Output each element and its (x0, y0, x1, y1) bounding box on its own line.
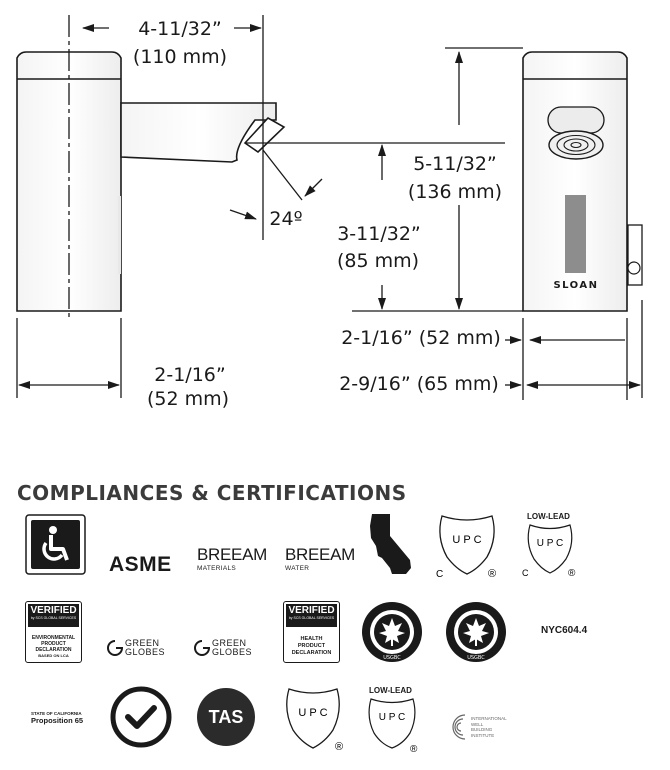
green-globes-logo-1: GREEN GLOBES (107, 639, 165, 657)
epd-verified: VERIFIED (30, 605, 77, 616)
spout-reach-imperial: 4-11/32” (138, 18, 222, 40)
green-globes-2-line1: GREEN (212, 638, 247, 648)
usgbc-seal-1: USGBC (362, 602, 422, 662)
breeam-materials-name: BREEAM (197, 545, 267, 564)
epd-line2: PRODUCT (41, 641, 66, 647)
cupc-low-lead-r: ® (568, 568, 576, 579)
hpd-line2: PRODUCT (297, 643, 326, 649)
low-lead-label-1: LOW-LEAD (527, 512, 570, 521)
prop65-line1: STATE OF CALIFORNIA (31, 711, 82, 716)
usgbc-1-bottom: USGBC (383, 655, 401, 661)
breeam-materials-logo: BREEAM MATERIALS (197, 545, 267, 572)
upc-low-lead-logo: U P C ® (368, 698, 418, 753)
upc-logo: U P C ® (286, 688, 343, 752)
iwbi-line3: BUILDING (471, 727, 493, 732)
epd-line4: BASED ON LCA (38, 653, 69, 658)
cupc-c: C (436, 569, 443, 579)
faucet-side-view (16, 51, 286, 312)
spout-reach-metric: (110 mm) (133, 46, 227, 68)
usgbc-seal-2: USGBC (446, 602, 506, 662)
hpd-line3: DECLARATION (291, 650, 332, 656)
breeam-water-name: BREEAM (285, 545, 355, 564)
total-height-metric: (136 mm) (408, 181, 502, 203)
california-icon (370, 514, 411, 574)
hpd-verified-sub: by SCS GLOBAL SERVICES (288, 616, 335, 620)
iwbi-line1: INTERNATIONAL (471, 716, 507, 721)
verified-epd-badge: VERIFIED by SCS GLOBAL SERVICES ENVIRONM… (25, 601, 82, 663)
epd-line3: DECLARATION (35, 647, 72, 653)
epd-verified-sub: by SCS GLOBAL SERVICES (30, 616, 77, 620)
prop65-line2: Proposition 65 (31, 716, 84, 725)
cupc-low-lead-logo: U P C C ® (522, 524, 576, 579)
breeam-water-logo: BREEAM WATER (285, 545, 355, 572)
iwbi-line2: WELL (471, 721, 484, 727)
checkmark-icon (110, 686, 172, 748)
faucet-dimension-drawing: SLOAN 4-11/32” (110 mm) 24º 2-1/16” (52 … (16, 15, 643, 410)
cupc-logo: U P C C ® (436, 515, 496, 579)
side-depth-label: 2-9/16” (65 mm) (339, 373, 499, 395)
low-lead-label-2: LOW-LEAD (369, 686, 412, 695)
iwbi-logo: INTERNATIONAL WELL BUILDING INSTITUTE (447, 712, 507, 742)
angle-label: 24º (269, 208, 302, 230)
green-globes-1-line1: GREEN (125, 638, 160, 648)
base-width-metric: (52 mm) (147, 388, 229, 410)
base-width-imperial: 2-1/16” (154, 364, 225, 386)
accessibility-icon (25, 514, 86, 575)
prop65-label: STATE OF CALIFORNIA Proposition 65 (31, 711, 83, 725)
cupc-r: ® (488, 568, 496, 579)
breeam-materials-sub: MATERIALS (197, 565, 237, 572)
epd-line1: ENVIRONMENTAL (31, 635, 76, 641)
dimension-lines-right (352, 47, 643, 400)
cupc-low-lead-c: C (522, 568, 529, 578)
spout-height-imperial: 3-11/32” (337, 223, 421, 245)
compliances-heading: COMPLIANCES & CERTIFICATIONS (17, 481, 407, 505)
upc-letters: U P C (298, 707, 327, 719)
brand-logo: SLOAN (553, 280, 598, 291)
iwbi-line4: INSTITUTE (471, 732, 495, 738)
green-globes-logo-2: GREEN GLOBES (194, 639, 252, 657)
verified-hpd-badge: VERIFIED by SCS GLOBAL SERVICES HEALTH P… (283, 601, 340, 663)
usgbc-2-bottom: USGBC (467, 655, 485, 661)
cupc-low-lead-letters: U P C (537, 538, 564, 549)
side-width-label: 2-1/16” (52 mm) (341, 327, 501, 349)
hpd-line1: HEALTH (300, 636, 323, 642)
tas-logo: TAS (197, 688, 255, 746)
dimension-lines-left (16, 15, 505, 398)
iwbi-icon (452, 714, 466, 740)
asme-logo: ASME (109, 553, 172, 576)
green-globes-icon (107, 640, 123, 656)
spout-height-metric: (85 mm) (337, 250, 419, 272)
green-globes-2-line2: GLOBES (212, 647, 253, 657)
upc-low-lead-letters: U P C (379, 712, 406, 723)
green-globes-1-line2: GLOBES (125, 647, 166, 657)
upc-low-lead-r: ® (410, 744, 418, 753)
breeam-water-sub: WATER (285, 565, 310, 572)
nyc-label: NYC604.4 (541, 625, 588, 636)
green-globes-icon (194, 640, 210, 656)
hpd-verified: VERIFIED (288, 605, 335, 616)
faucet-front-view (522, 51, 643, 312)
upc-r: ® (335, 741, 343, 752)
cupc-letters: U P C (452, 534, 481, 546)
total-height-imperial: 5-11/32” (413, 153, 497, 175)
